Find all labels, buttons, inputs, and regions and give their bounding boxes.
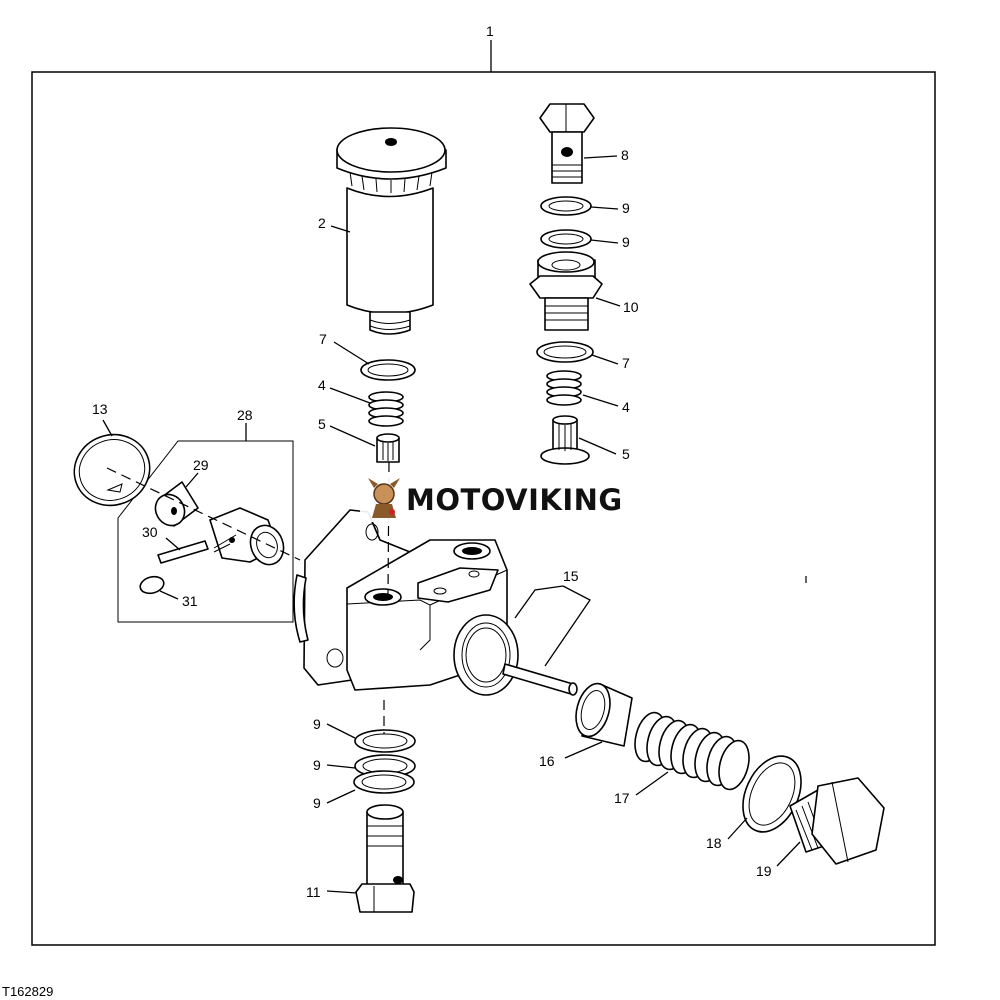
callout-18: 18	[706, 835, 722, 851]
part-washer-9-b	[540, 229, 592, 249]
part-sleeve-16	[575, 682, 633, 747]
callout-30: 30	[142, 524, 158, 540]
figure-id: T162829	[2, 984, 53, 999]
part-spring-4-left	[368, 391, 404, 427]
part-connector-10	[529, 251, 603, 331]
part-banjo-bolt-11	[355, 804, 415, 913]
part-valve-5-right	[540, 415, 590, 465]
callout-1: 1	[486, 23, 494, 39]
part-valve-5-left	[376, 433, 400, 463]
callout-9-a: 9	[622, 200, 630, 216]
callout-4-left: 4	[318, 377, 326, 393]
callout-9-b: 9	[622, 234, 630, 250]
part-washer-9-a	[540, 196, 592, 216]
callout-7-right: 7	[622, 355, 630, 371]
part-o-ring-7-right	[536, 341, 594, 363]
callout-5-right: 5	[622, 446, 630, 462]
viking-mascot-icon	[368, 478, 400, 518]
inset-box-28	[117, 440, 294, 623]
callout-8: 8	[621, 147, 629, 163]
part-hand-primer	[336, 127, 447, 335]
part-roller-29	[154, 481, 199, 527]
callout-2: 2	[318, 215, 326, 231]
callout-7-left: 7	[319, 331, 327, 347]
callout-19: 19	[756, 863, 772, 879]
watermark-badge: MOTOVIKING	[360, 476, 636, 522]
callout-28: 28	[237, 407, 253, 423]
callout-9-e: 9	[313, 795, 321, 811]
callout-16: 16	[539, 753, 555, 769]
part-washer-9-e	[353, 770, 415, 794]
callout-13: 13	[92, 401, 108, 417]
callout-31: 31	[182, 593, 198, 609]
callout-5-left: 5	[318, 416, 326, 432]
part-plug-19	[789, 777, 885, 865]
callout-10: 10	[623, 299, 639, 315]
callout-4-right: 4	[622, 399, 630, 415]
part-spring-17	[634, 711, 750, 791]
part-washer-9-c	[354, 729, 416, 753]
callout-9-c: 9	[313, 716, 321, 732]
watermark-text: MOTOVIKING	[406, 483, 623, 517]
frame-border	[31, 71, 936, 946]
part-tappet	[209, 507, 285, 566]
callout-29: 29	[193, 457, 209, 473]
part-clip-31	[139, 575, 165, 595]
part-spring-4-right	[546, 370, 582, 406]
part-o-ring-7-left	[360, 359, 416, 381]
callout-17: 17	[614, 790, 630, 806]
part-banjo-bolt-8	[539, 103, 595, 184]
callout-11: 11	[306, 884, 321, 900]
leader-lines	[102, 155, 801, 894]
part-pin-30	[157, 540, 209, 564]
part-pump-body	[293, 509, 578, 696]
callout-15: 15	[563, 568, 579, 584]
callout-9-d: 9	[313, 757, 321, 773]
